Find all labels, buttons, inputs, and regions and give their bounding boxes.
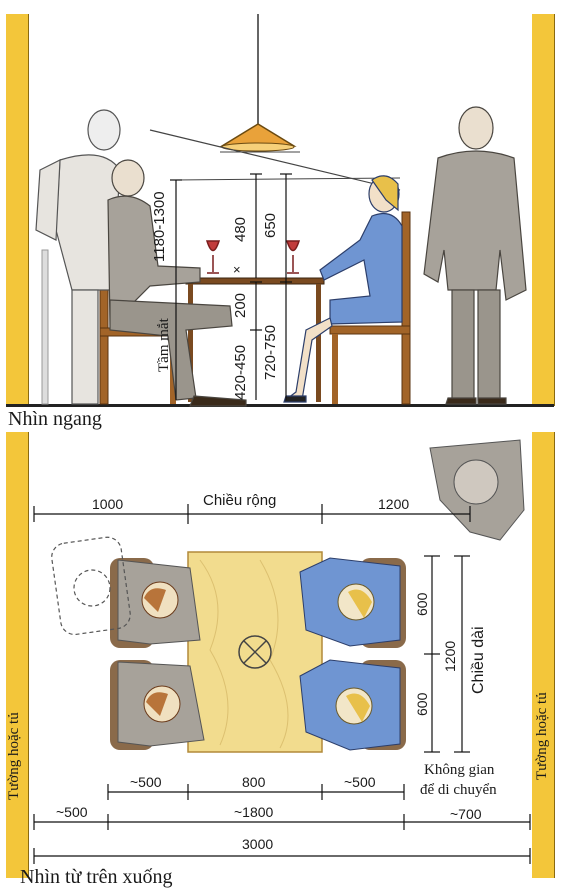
length-label: Chiều dài — [470, 626, 487, 694]
top-diner-right-lower — [299, 659, 406, 751]
right-wall-label: Tường hoặc tủ — [534, 692, 550, 780]
seated-woman — [283, 175, 403, 403]
standing-man-right — [423, 106, 527, 405]
dim-label-chair-right: ~500 — [344, 774, 376, 790]
right-chair-seat — [329, 325, 411, 335]
dim-label-table-width: 800 — [242, 774, 266, 790]
top-diner-left-lower — [110, 660, 205, 750]
dim-label-right-clearance: 1200 — [378, 496, 410, 512]
movement-label-line1: Không gian — [424, 762, 495, 778]
dim-label-seat-upper: 600 — [414, 592, 430, 616]
seated-man — [107, 159, 247, 407]
sight-line — [149, 129, 401, 191]
left-wall-label: Tường hoặc tủ — [6, 712, 22, 800]
top-diner-left-upper — [110, 558, 201, 648]
table-center-icon — [238, 635, 272, 669]
dim-label-middle: ~1800 — [234, 804, 274, 820]
top-left-wall — [6, 432, 29, 878]
ghost-chair-outline — [51, 536, 131, 636]
walking-person-top — [429, 439, 525, 541]
dim-label-wall-right: ~700 — [450, 806, 482, 822]
movement-label-line2: để di chuyển — [420, 782, 497, 798]
top-diner-right-upper — [299, 557, 406, 648]
top-view-label: Nhìn từ trên xuống — [20, 866, 173, 888]
dim-label-total-width: 3000 — [242, 836, 274, 852]
sight-line — [174, 177, 401, 181]
standing-man-left — [35, 109, 121, 405]
x-mark: × — [233, 262, 241, 277]
wine-glass-icon — [285, 240, 301, 274]
dim-label-total-length: 1200 — [442, 640, 458, 672]
dim-label-left-clearance: 1000 — [92, 496, 124, 512]
dim-label-chair-left: ~500 — [130, 774, 162, 790]
side-table-leg — [188, 284, 193, 402]
side-floor-line — [6, 404, 554, 407]
top-right-wall — [532, 432, 555, 878]
side-left-wall — [6, 14, 29, 406]
side-table-leg — [316, 284, 321, 402]
dim-label-seat-lower: 600 — [414, 692, 430, 716]
dim-label-wall-left: ~500 — [56, 804, 88, 820]
side-right-wall — [532, 14, 555, 406]
side-view-label: Nhìn ngang — [8, 408, 102, 430]
dim-label-width: Chiều rộng — [203, 492, 277, 509]
wine-glass-icon — [205, 240, 221, 274]
